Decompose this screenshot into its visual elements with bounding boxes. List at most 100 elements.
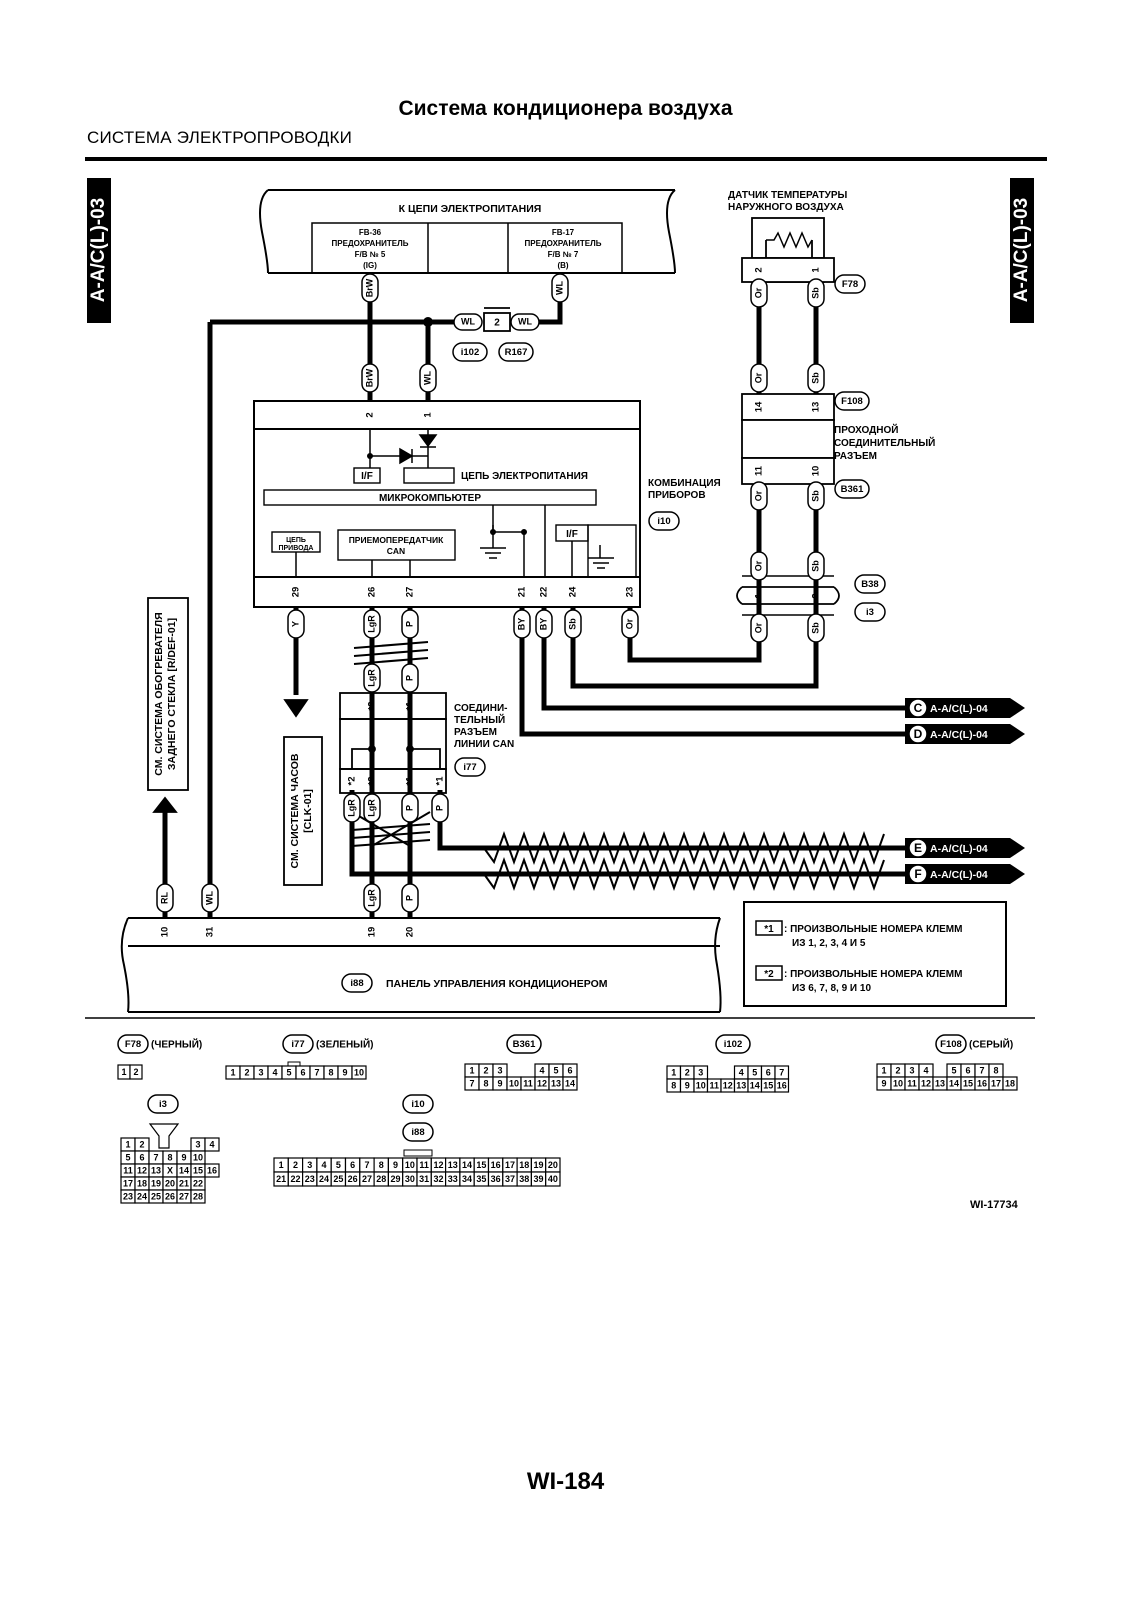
pin-number: *2 [367, 777, 378, 786]
connector-pin: 14 [750, 1080, 760, 1090]
pin-number: 2 [811, 593, 822, 598]
connector-pin: 6 [766, 1067, 771, 1077]
connector-pin: 1 [671, 1067, 676, 1077]
connector-pin: 7 [979, 1065, 984, 1075]
connector-pin: 2 [483, 1065, 488, 1075]
connector-badge: i10 [648, 511, 680, 531]
wire-color-tag: P [401, 883, 419, 913]
connector-pin: 15 [763, 1080, 773, 1090]
connector-pin: 19 [534, 1160, 544, 1170]
wire-color-tag: Sb [807, 363, 825, 393]
connector-pin: 1 [230, 1067, 235, 1077]
fuse2-line1: FB-17 [552, 228, 575, 237]
figure-id: WI-17734 [970, 1199, 1019, 1211]
connector-pin: 9 [181, 1152, 186, 1162]
connector-pin: 28 [193, 1191, 203, 1201]
connector-pin: 2 [685, 1067, 690, 1077]
connector-pin: 10 [405, 1160, 415, 1170]
fuse1-line2: ПРЕДОХРАНИТЕЛЬ [332, 239, 409, 248]
ref-c-target[interactable]: A-A/C(L)-04 [930, 703, 988, 715]
meter-microcomputer: МИКРОКОМПЬЮТЕР [379, 493, 481, 504]
connector-pin: 8 [483, 1078, 488, 1088]
meter-can-line1: ПРИЕМОПЕРЕДАТЧИК [349, 535, 444, 545]
passthrough-label-3: РАЗЪЕМ [834, 451, 877, 462]
connector-pin: 12 [537, 1078, 547, 1088]
legend-text-1a: : ПРОИЗВОЛЬНЫЕ НОМЕРА КЛЕММ [784, 924, 962, 935]
connector-badge-label: F108 [841, 396, 863, 407]
ref-c-letter: C [914, 701, 923, 715]
connector-pin: 6 [567, 1065, 572, 1075]
pin-number: 23 [625, 587, 636, 598]
fuse2-line4: (B) [557, 261, 568, 270]
wire-color-tag: P [401, 609, 419, 639]
pin-number: *1 [435, 776, 446, 786]
legend-box [743, 901, 1007, 1007]
connector-pin: 29 [391, 1174, 401, 1184]
wire-label: LgR [366, 615, 376, 633]
connector-pin: 16 [491, 1160, 501, 1170]
ref-e-target[interactable]: A-A/C(L)-04 [930, 843, 988, 855]
pin-number: 1 [754, 593, 765, 599]
connector-pin: 9 [393, 1160, 398, 1170]
connector-pin: 9 [881, 1078, 886, 1088]
connector-pin: 5 [752, 1067, 757, 1077]
combination-meter [253, 400, 641, 608]
connector-badge: i88 [341, 973, 373, 993]
connector-pin: 5 [286, 1067, 291, 1077]
pin-number: 1 [423, 412, 434, 418]
connector-pin: 2 [895, 1065, 900, 1075]
connector-pin: 11 [907, 1078, 917, 1088]
connector-pin: 25 [333, 1174, 343, 1184]
wire-color-tag: Or [750, 613, 768, 643]
connector-badge: i102 [452, 342, 488, 362]
ref-d-target[interactable]: A-A/C(L)-04 [930, 729, 988, 741]
connector-badge: i3 [854, 602, 886, 622]
side-tag-left-label: A-A/C(L)-03 [88, 198, 109, 303]
connector-badge: i77 [454, 757, 486, 777]
connector-badge: B361 [506, 1034, 542, 1054]
wire-color-tag: LgR [363, 609, 381, 639]
wire-label: Or [753, 372, 763, 383]
connector-pin: 4 [322, 1160, 327, 1170]
wire-color-tag: WL [453, 313, 483, 331]
ref-f-target[interactable]: A-A/C(L)-04 [930, 869, 988, 881]
wire-color-tag: WL [419, 363, 437, 393]
connector-pin: 5 [336, 1160, 341, 1170]
connector-pin: 38 [519, 1174, 529, 1184]
can-joint-label-1: СОЕДИНИ- [454, 703, 507, 714]
connector-pin: 17 [123, 1178, 133, 1188]
wire-label: Sb [810, 622, 820, 634]
pin-number: 2 [365, 412, 376, 417]
wire-label: Sb [810, 560, 820, 572]
meter-if1: I/F [361, 471, 373, 482]
connector-color: (ЗЕЛЕНЫЙ) [316, 1038, 373, 1051]
connector-pin: 15 [193, 1165, 203, 1175]
wire-color-tag: BrW [361, 363, 379, 393]
passthrough-label-2: СОЕДИНИТЕЛЬНЫЙ [834, 436, 935, 449]
connector-badge-label: B361 [513, 1039, 536, 1050]
wire-color-tag: Or [750, 481, 768, 511]
connector-pin: 13 [448, 1160, 458, 1170]
connector-badge: i102 [715, 1034, 751, 1054]
connector-pin: 11 [523, 1078, 533, 1088]
connector-pin: 26 [348, 1174, 358, 1184]
wire-color-tag: Sb [807, 481, 825, 511]
wire-label: WL [204, 891, 214, 905]
side-tag-left: A-A/C(L)-03 [87, 178, 111, 323]
connector-pin: 13 [935, 1078, 945, 1088]
ref-f-letter: F [914, 867, 921, 881]
wire-color-tag: Or [750, 278, 768, 308]
connector-pin: 8 [379, 1160, 384, 1170]
connector-pin: 31 [419, 1174, 429, 1184]
connector-badge: i88 [402, 1122, 434, 1142]
wire-color-tag: Or [750, 363, 768, 393]
meter-drive-line2: ПРИВОДА [278, 545, 313, 552]
wire-color-tag: Y [287, 609, 305, 639]
connector-badge-label: i3 [159, 1099, 167, 1110]
pin-number: 26 [367, 587, 378, 598]
connector-badge-label: F78 [842, 279, 858, 290]
note-clock-line1: СМ. СИСТЕМА ЧАСОВ [289, 753, 301, 868]
connector-pin: 15 [476, 1160, 486, 1170]
